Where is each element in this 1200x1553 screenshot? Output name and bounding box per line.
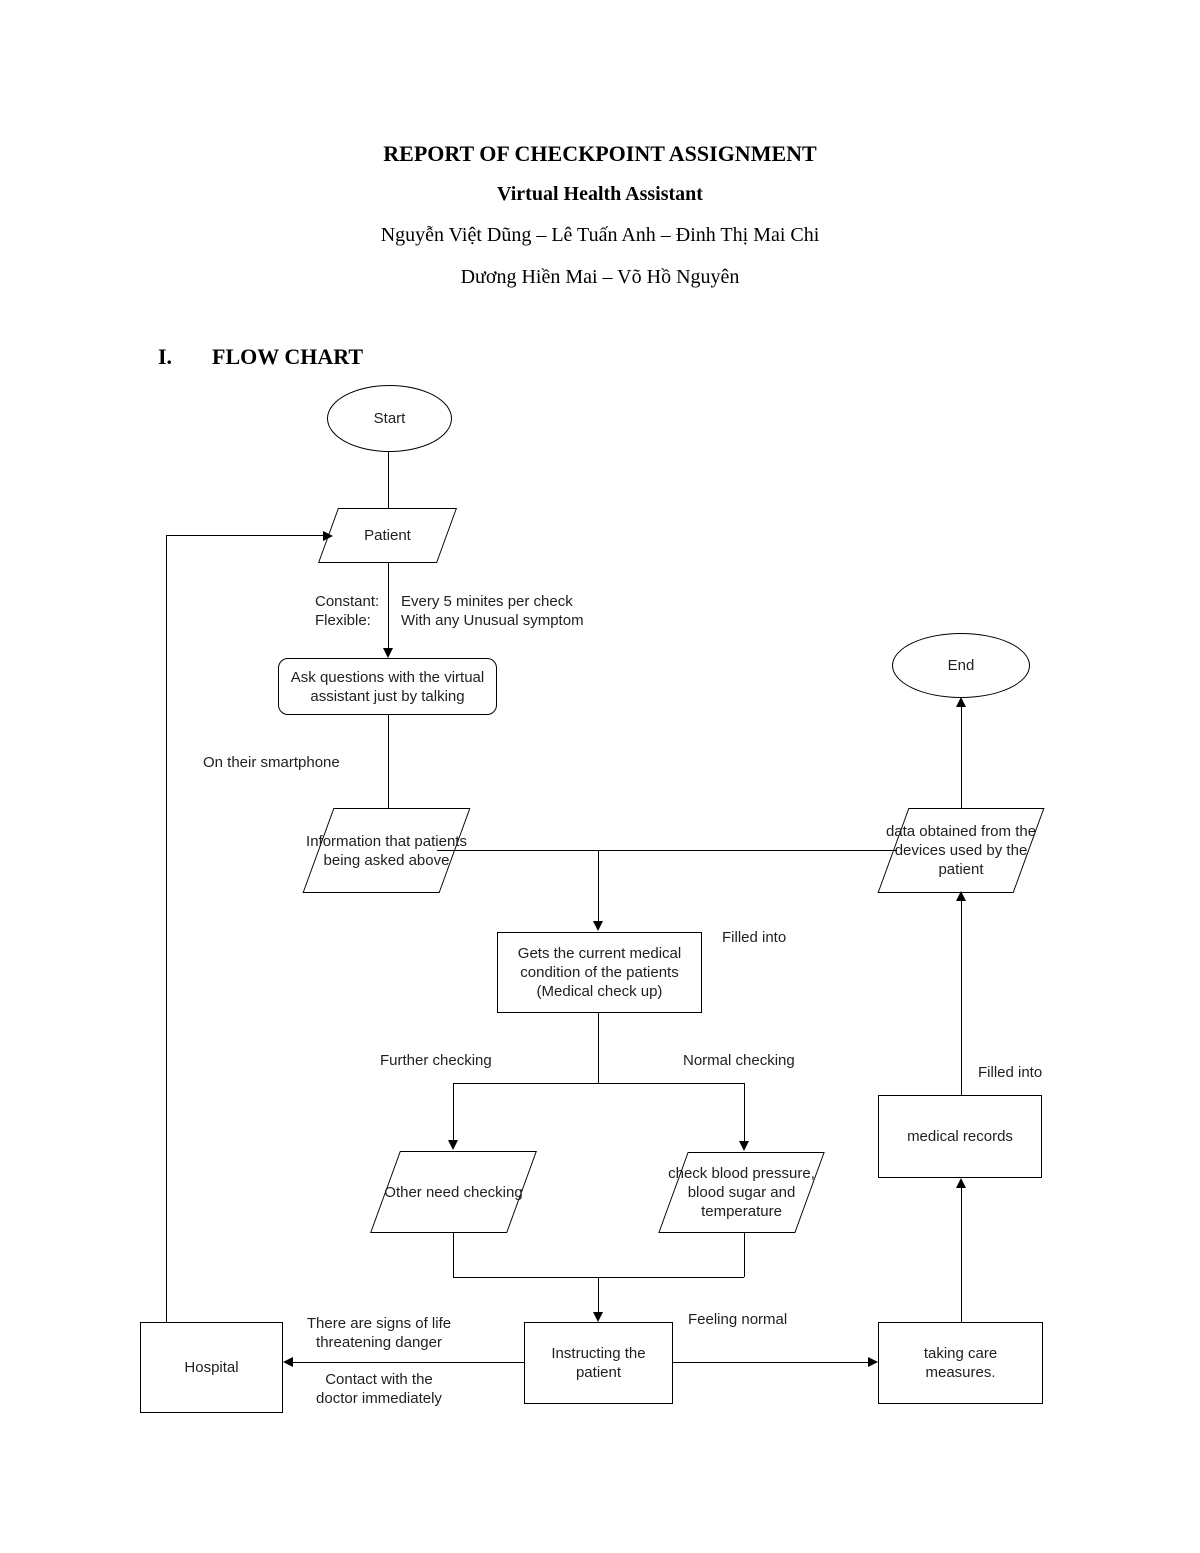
flowchart-node-data-obtained: data obtained from the devices used by t… [877, 808, 1045, 893]
edge-label-on-smartphone: On their smartphone [203, 754, 340, 771]
arrowhead-into-other-checking [448, 1140, 458, 1150]
connector-blood-merge [744, 1233, 745, 1277]
connector-data-end [961, 707, 962, 808]
flowchart-node-information: Information that patients being asked ab… [302, 808, 471, 893]
edge-label-contact-doctor: Contact with the doctor immediately [316, 1371, 442, 1407]
section-heading: I. FLOW CHART [158, 344, 363, 370]
connector-information-data [437, 850, 897, 851]
arrowhead-into-check-blood [739, 1141, 749, 1151]
edge-label-constant: Constant: [315, 593, 380, 610]
flowchart-node-patient-label: Patient [364, 527, 411, 544]
flowchart-node-medical-records: medical records [878, 1095, 1042, 1178]
edge-label-feeling-normal: Feeling normal [688, 1311, 788, 1328]
connector-taking-care-medical-records [961, 1187, 962, 1322]
flowchart-node-check-blood-label: check blood pressure, blood sugar and te… [668, 1165, 815, 1220]
edge-label-flexible: Flexible: [315, 612, 371, 629]
connector-split-right [744, 1083, 745, 1142]
flowchart-node-start: Start [327, 385, 452, 452]
arrowhead-into-hospital [283, 1357, 293, 1367]
connector-ask-information [388, 715, 389, 808]
arrowhead-into-instructing [593, 1312, 603, 1322]
connector-split-horizontal [453, 1083, 744, 1084]
arrowhead-into-taking-care [868, 1357, 878, 1367]
flowchart-node-data-obtained-label: data obtained from the devices used by t… [885, 823, 1037, 878]
section-number: I. [158, 344, 173, 369]
flowchart-node-other-checking: Other need checking [370, 1151, 537, 1233]
connector-instructing-taking-care [673, 1362, 868, 1363]
arrowhead-into-end [956, 697, 966, 707]
arrowhead-into-data-obtained [956, 891, 966, 901]
report-subtitle: Virtual Health Assistant [497, 183, 703, 205]
connector-start-patient [388, 452, 389, 508]
arrowhead-into-medical-records [956, 1178, 966, 1188]
edge-label-flexible-value: With any Unusual symptom [401, 612, 584, 629]
flowchart-node-other-checking-label: Other need checking [384, 1183, 523, 1201]
flowchart-node-hospital: Hospital [140, 1322, 283, 1413]
connector-drop-gets-condition [598, 850, 599, 922]
flowchart-node-check-blood: check blood pressure, blood sugar and te… [658, 1152, 825, 1233]
connector-merge-instructing [598, 1277, 599, 1313]
connector-gets-split [598, 1013, 599, 1083]
flowchart-node-instructing: Instructing the patient [524, 1322, 673, 1404]
arrowhead-into-gets-condition [593, 921, 603, 931]
connector-medical-records-data [961, 901, 962, 1095]
edge-label-normal-checking: Normal checking [683, 1052, 795, 1069]
arrowhead-into-ask-questions [383, 648, 393, 658]
arrowhead-into-patient [323, 531, 333, 541]
authors-line-2: Dương Hiền Mai – Võ Hồ Nguyên [460, 266, 740, 288]
edge-label-filled-into-right: Filled into [978, 1064, 1043, 1081]
edge-label-filled-into-top: Filled into [722, 929, 787, 946]
section-title: FLOW CHART [212, 344, 364, 369]
flowchart-node-taking-care: taking care measures. [878, 1322, 1043, 1404]
authors-line-1: Nguyễn Việt Dũng – Lê Tuấn Anh – Đinh Th… [380, 224, 820, 246]
edge-label-constant-value: Every 5 minites per check [401, 593, 573, 610]
flowchart-node-end: End [892, 633, 1030, 698]
flowchart-node-information-label: Information that patients being asked ab… [306, 832, 467, 869]
connector-patient-ask [388, 563, 389, 650]
flowchart-node-gets-condition: Gets the current medical condition of th… [497, 932, 702, 1013]
edge-label-further-checking: Further checking [380, 1052, 492, 1069]
connector-loop-vertical [166, 535, 167, 1322]
edge-label-signs-danger: There are signs of life threatening dang… [306, 1315, 452, 1351]
flowchart-node-patient: Patient [317, 508, 458, 563]
connector-split-left [453, 1083, 454, 1141]
connector-instructing-hospital [293, 1362, 524, 1363]
flowchart-node-ask-questions: Ask questions with the virtual assistant… [278, 658, 497, 715]
report-title: REPORT OF CHECKPOINT ASSIGNMENT [383, 141, 817, 166]
connector-loop-horizontal [166, 535, 324, 536]
connector-other-merge [453, 1233, 454, 1277]
